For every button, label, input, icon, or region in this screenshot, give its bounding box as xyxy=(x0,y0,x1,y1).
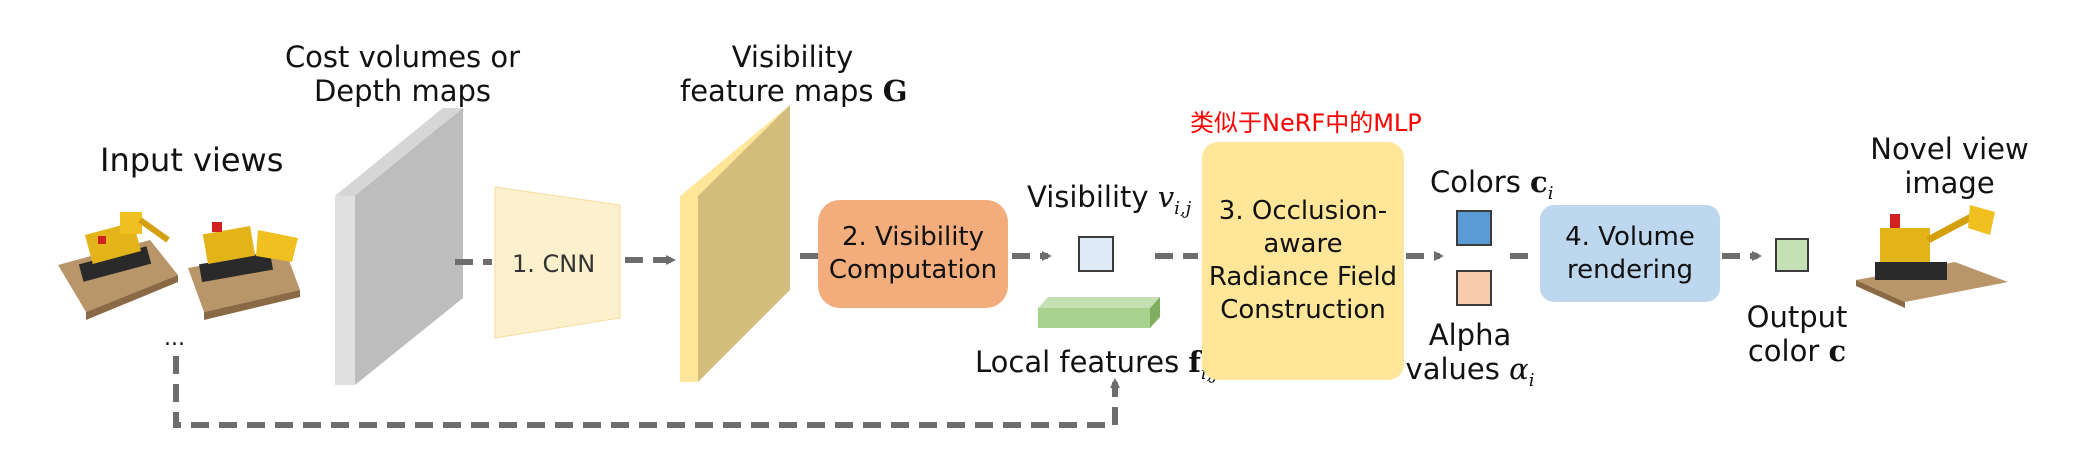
volume-line1: 4. Volume xyxy=(1565,221,1695,252)
visibility-variable-label: Visibility vi,j xyxy=(1027,180,1191,226)
cost-volume-slab xyxy=(335,108,463,385)
input-views-label: Input views xyxy=(100,141,284,179)
local-features-label: Local features fi,j xyxy=(975,345,1218,391)
novel-view-thumbnail xyxy=(1856,205,2008,308)
occlusion-line1: 3. Occlusion- xyxy=(1218,196,1388,226)
visibility-maps-symbol: G xyxy=(882,74,908,108)
colors-subscript: i xyxy=(1547,182,1554,204)
novel-view-title: Novel view image xyxy=(1862,132,2037,200)
alpha-line1: Alpha xyxy=(1428,318,1512,352)
output-symbol: c xyxy=(1828,334,1847,368)
input-view-thumbnail-2 xyxy=(188,222,300,320)
arrow-inputs-to-local-features xyxy=(173,356,1120,428)
cost-volumes-line2: Depth maps xyxy=(313,74,492,108)
visibility-variable-subscript: i,j xyxy=(1174,197,1192,219)
visibility-maps-line2: feature maps xyxy=(680,74,874,108)
occlusion-line2: aware xyxy=(1263,229,1343,259)
visibility-variable-text: Visibility xyxy=(1027,180,1149,214)
alpha-square xyxy=(1456,270,1492,306)
alpha-subscript: i xyxy=(1528,369,1535,391)
alpha-symbol: α xyxy=(1509,352,1529,386)
cost-volumes-title: Cost volumes or Depth maps xyxy=(280,40,525,108)
volume-line2: rendering xyxy=(1567,254,1693,285)
colors-square xyxy=(1456,210,1492,246)
output-color-label: Output color c xyxy=(1742,300,1852,368)
output-color-square xyxy=(1775,238,1809,272)
colors-label: Colors ci xyxy=(1430,165,1553,211)
novel-line2: image xyxy=(1904,166,1995,200)
volume-rendering-box: 4. Volume rendering xyxy=(1540,205,1720,302)
visibility-maps-title: Visibility feature maps G xyxy=(680,40,908,108)
visibility-computation-box: 2. Visibility Computation xyxy=(818,200,1008,308)
alpha-values-label: Alpha values αi xyxy=(1405,318,1535,398)
occlusion-aware-box: 3. Occlusion- aware Radiance Field Const… xyxy=(1202,142,1404,380)
local-features-text: Local features xyxy=(975,345,1180,379)
occlusion-line3: Radiance Field xyxy=(1208,262,1398,292)
cnn-block xyxy=(494,186,621,339)
local-features-symbol: f xyxy=(1188,345,1201,379)
local-features-bar xyxy=(1038,297,1160,328)
visibility-variable-symbol: v xyxy=(1157,180,1175,214)
ellipsis-label: ... xyxy=(164,326,185,351)
cnn-label: 1. CNN xyxy=(512,250,596,278)
cost-volumes-line1: Cost volumes or xyxy=(284,40,521,74)
visibility-computation-line2: Computation xyxy=(828,255,998,285)
novel-line1: Novel view xyxy=(1870,132,2029,166)
output-line2: color xyxy=(1747,334,1820,368)
visibility-maps-line1: Visibility xyxy=(731,40,854,74)
visibility-square xyxy=(1078,236,1114,272)
visibility-feature-maps-slab xyxy=(680,105,790,382)
colors-text: Colors xyxy=(1430,165,1521,199)
alpha-line2: values xyxy=(1405,352,1500,386)
flow-arrows xyxy=(173,251,1762,428)
input-view-thumbnail-1 xyxy=(58,212,178,320)
annotation-red: 类似于NeRF中的MLP xyxy=(1190,109,1422,137)
colors-symbol: c xyxy=(1530,165,1548,199)
visibility-computation-line1: 2. Visibility xyxy=(841,222,985,252)
occlusion-line4: Construction xyxy=(1220,295,1386,325)
output-line1: Output xyxy=(1746,300,1848,334)
